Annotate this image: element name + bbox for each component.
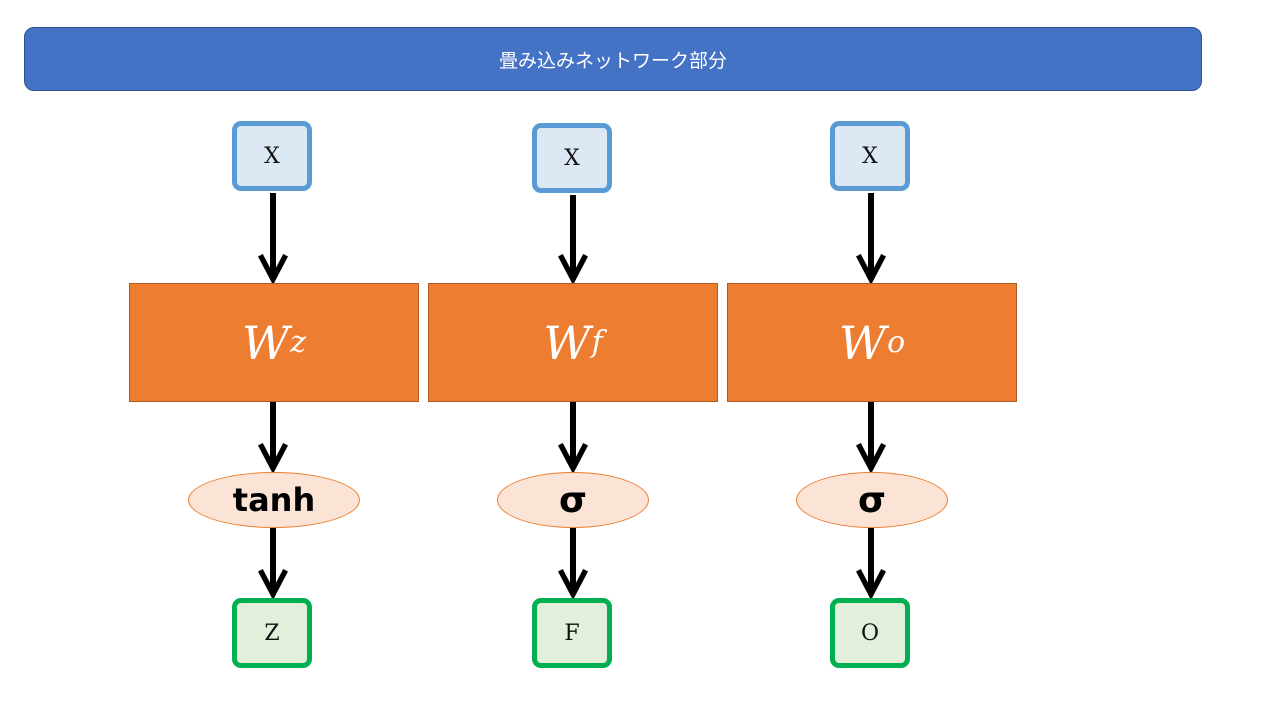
weight-subscript: f — [591, 325, 603, 360]
input-box-1: X — [232, 121, 312, 191]
input-box-2: X — [532, 123, 612, 193]
activation-sigma-1: σ — [497, 472, 649, 528]
activation-sigma-2: σ — [796, 472, 948, 528]
weight-subscript: z — [290, 325, 307, 360]
weight-symbol: W — [543, 315, 591, 370]
output-box-f: F — [532, 598, 612, 668]
output-box-o: O — [830, 598, 910, 668]
input-box-3: X — [830, 121, 910, 191]
weight-subscript: o — [887, 325, 906, 360]
weight-symbol: W — [838, 315, 887, 370]
title-banner: 畳み込みネットワーク部分 — [24, 27, 1202, 91]
activation-tanh: tanh — [188, 472, 360, 528]
output-box-z: Z — [232, 598, 312, 668]
weight-symbol: W — [241, 315, 290, 370]
